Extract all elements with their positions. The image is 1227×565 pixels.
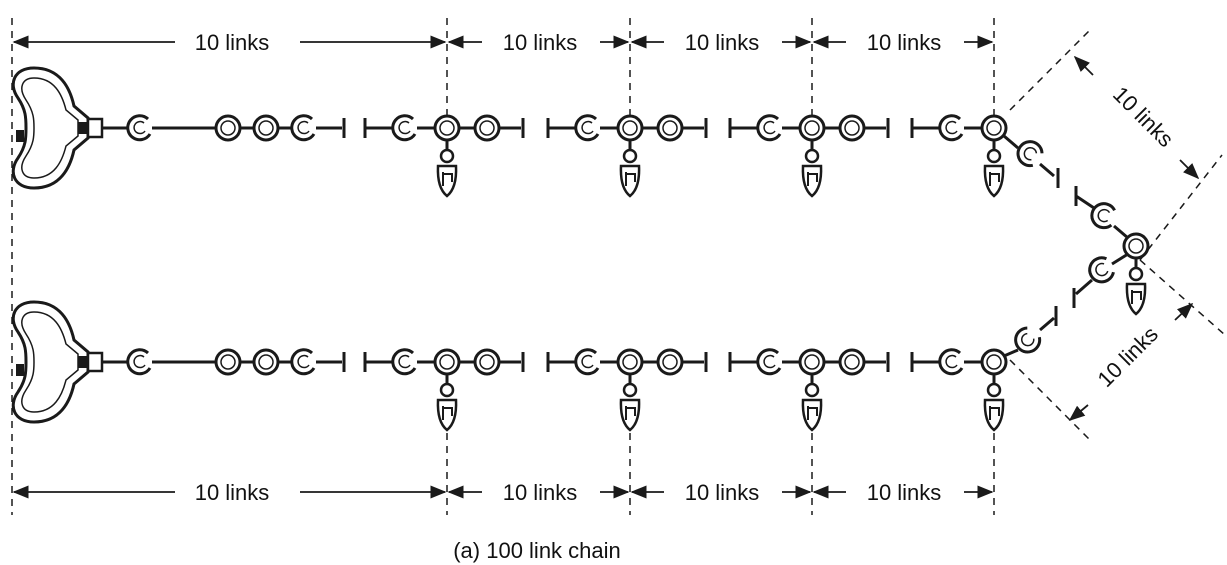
chain-ring	[656, 114, 684, 142]
chain-handle	[11, 300, 118, 424]
tally-marker	[801, 138, 823, 198]
chain-ring	[798, 348, 826, 376]
bottom-chain-strand	[11, 300, 1008, 432]
chain-ring	[126, 114, 152, 142]
chain-ring	[290, 114, 316, 142]
top-label-4: 10 links	[867, 30, 942, 55]
chain-ring	[126, 348, 152, 376]
chain-ring	[938, 114, 964, 142]
chain-ring	[980, 114, 1008, 142]
bottom-label-4: 10 links	[867, 480, 942, 505]
chain-ring	[391, 114, 417, 142]
chain-bar	[1039, 162, 1055, 178]
top-label-3: 10 links	[685, 30, 760, 55]
dashed-guides	[11, 18, 1226, 515]
chain-ring	[980, 348, 1008, 376]
top-label-1: 10 links	[195, 30, 270, 55]
diagonal-label-upper: 10 links	[1108, 81, 1178, 151]
chain-bar	[1003, 134, 1019, 150]
tally-marker	[436, 372, 458, 432]
chain-bar	[1075, 194, 1095, 210]
chain-ring	[1088, 256, 1115, 284]
chain-ring	[214, 348, 242, 376]
chain-ring	[433, 114, 461, 142]
chain-ring	[473, 114, 501, 142]
top-chain-strand	[11, 66, 1008, 198]
bottom-label-1: 10 links	[195, 480, 270, 505]
chain-ring	[1090, 202, 1116, 230]
chain-ring	[656, 348, 684, 376]
tally-marker	[436, 138, 458, 198]
chain-apex	[1003, 134, 1150, 358]
chain-ring	[391, 348, 417, 376]
tally-marker	[1125, 256, 1147, 316]
chain-bar	[1075, 278, 1093, 296]
chain-ring	[798, 114, 826, 142]
chain-ring	[214, 114, 242, 142]
tally-marker	[801, 372, 823, 432]
tally-marker	[619, 138, 641, 198]
chain-bar	[1039, 316, 1055, 332]
chain-ring	[1014, 326, 1042, 354]
chain-ring	[838, 114, 866, 142]
chain-ring	[290, 348, 316, 376]
diagonal-label-lower: 10 links	[1092, 321, 1162, 391]
bottom-label-3: 10 links	[685, 480, 760, 505]
chain-ring	[473, 348, 501, 376]
chain-ring	[756, 348, 782, 376]
chain-bar	[1003, 348, 1019, 358]
chain-ring	[574, 114, 600, 142]
caption: (a) 100 link chain	[453, 538, 621, 563]
chain-ring	[433, 348, 461, 376]
chain-ring	[938, 348, 964, 376]
chain-ring	[574, 348, 600, 376]
chain-bar	[1111, 252, 1129, 266]
chain-ring	[252, 348, 280, 376]
chain-ring	[616, 114, 644, 142]
chain-bar	[1113, 224, 1129, 240]
diagonal-dimension-arrows	[1068, 55, 1200, 422]
tally-marker	[983, 372, 1005, 432]
top-label-2: 10 links	[503, 30, 578, 55]
chain-ring	[616, 348, 644, 376]
chain-ring	[756, 114, 782, 142]
tally-marker	[983, 138, 1005, 198]
chain-ring	[252, 114, 280, 142]
bottom-label-2: 10 links	[503, 480, 578, 505]
chain-handle	[11, 66, 118, 190]
chain-ring	[1016, 140, 1044, 168]
chain-ring	[838, 348, 866, 376]
tally-marker	[619, 372, 641, 432]
